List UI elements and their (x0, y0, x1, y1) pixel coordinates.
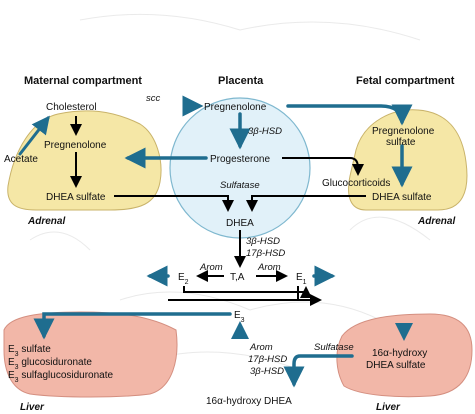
liver-arom-label: Arom (249, 342, 273, 353)
placenta-pregnenolone: Pregnenolone (204, 102, 267, 113)
maternal-liver-item-3: E3 sulfaglucosiduronate (8, 370, 114, 384)
estrone-e1: E1 (296, 272, 307, 286)
maternal-compartment-header: Maternal compartment (24, 75, 142, 87)
maternal-adrenal-label: Adrenal (27, 216, 65, 227)
fetal-hydroxy-line1: 16α-hydroxy (372, 348, 427, 359)
placenta-header: Placenta (218, 75, 264, 87)
maternal-pregnenolone: Pregnenolone (44, 140, 107, 151)
fetal-compartment-header: Fetal compartment (356, 75, 455, 87)
fetal-sulfatase: Sulfatase (314, 342, 354, 353)
scc-enzyme-label: scc (146, 93, 161, 104)
fetal-pregnenolone-sulfate-line1: Pregnenolone (372, 126, 435, 137)
hydroxy-dhea: 16α-hydroxy DHEA (206, 396, 292, 407)
maternal-liver-label: Liver (20, 402, 45, 413)
maternal-acetate: Acetate (4, 154, 38, 165)
placenta-sulfatase: Sulfatase (220, 180, 260, 191)
estriol-e3: E3 (234, 310, 245, 324)
placenta-3b-hsd-1: 3β-HSD (248, 126, 282, 137)
maternal-liver-item-2: E3 glucosiduronate (8, 357, 92, 371)
placenta-t-a: T,A (230, 272, 245, 283)
liver-17b-hsd-label: 17β-HSD (248, 354, 287, 365)
placenta-3b-hsd-2: 3β-HSD (246, 236, 280, 247)
fetal-glucocorticoids: Glucocorticoids (322, 178, 390, 189)
fetal-liver-shape (336, 313, 473, 398)
fetal-adrenal-label: Adrenal (417, 216, 455, 227)
arom-left-label: Arom (199, 262, 223, 273)
placenta-17b-hsd: 17β-HSD (246, 248, 285, 259)
blue-arrows (18, 95, 413, 394)
placenta-dhea: DHEA (226, 218, 254, 229)
estradiol-e2: E2 (178, 272, 189, 286)
arom-right-label: Arom (257, 262, 281, 273)
fetal-hydroxy-line2: DHEA sulfate (366, 360, 426, 371)
maternal-dhea-sulfate: DHEA sulfate (46, 192, 106, 203)
maternal-cholesterol: Cholesterol (46, 102, 97, 113)
liver-3b-hsd-label: 3β-HSD (250, 366, 284, 377)
maternal-liver-item-1: E3 sulfate (8, 344, 51, 358)
fetal-liver-label: Liver (376, 402, 401, 413)
fetal-dhea-sulfate: DHEA sulfate (372, 192, 432, 203)
fetal-pregnenolone-sulfate-line2: sulfate (386, 137, 416, 148)
placenta-progesterone: Progesterone (210, 154, 270, 165)
black-arrows (70, 116, 366, 306)
